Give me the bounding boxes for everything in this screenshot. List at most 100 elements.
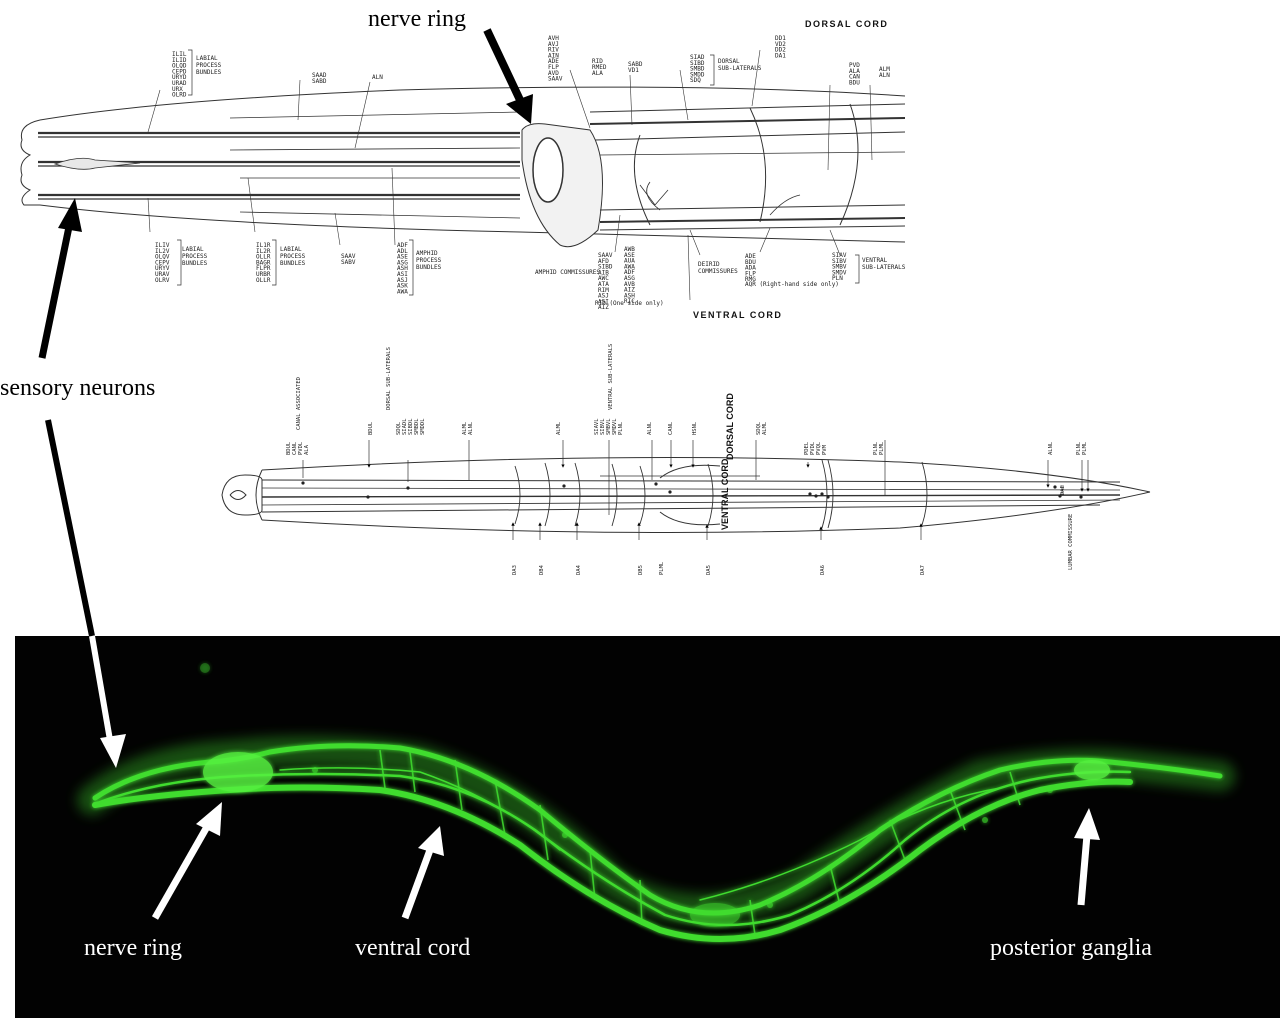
body-top-label: ALNL (468, 421, 474, 435)
body-bottom-label: LUMBAR COMMISSURE (1068, 514, 1074, 570)
head-label: SIAV (832, 252, 847, 259)
body-top-label: SDQL (396, 421, 402, 435)
label-nerve-ring-top: nerve ring (368, 6, 466, 32)
head-label: BUNDLES (196, 69, 222, 76)
head-label: ILID (172, 57, 187, 64)
head-label: AIB (598, 269, 609, 276)
head-label: BUNDLES (280, 260, 306, 267)
head-label: AIZ (624, 287, 635, 294)
body-top-label: PVDL (298, 441, 304, 455)
microscopy-photo-background (15, 636, 1280, 1018)
head-label: AMPHID COMMISSURES (535, 269, 600, 276)
body-outline-bottom (261, 491, 1151, 533)
body-bottom-label: DAE (1060, 485, 1066, 495)
head-label: ASI (598, 298, 609, 305)
head-label: RMED (592, 64, 607, 71)
label-ventral-cord: ventral cord (355, 935, 470, 961)
body-top-label: SIBDL (408, 418, 414, 435)
head-label: SIAD (690, 54, 705, 61)
head-label: ASE (624, 252, 635, 259)
head-label: FLP (745, 270, 756, 277)
head-label: VENTRAL (862, 257, 888, 264)
head-label: OLQV (155, 254, 170, 261)
head-label: SMDV (832, 269, 847, 276)
head-label: SMDD (690, 71, 705, 78)
head-label: ADA (745, 265, 756, 272)
head-label: PVD (849, 62, 860, 69)
head-label: AWC (598, 275, 609, 282)
head-label: SIBD (690, 60, 705, 67)
head-label: AWA (624, 263, 635, 270)
arrow-ventral-cord (401, 826, 444, 920)
head-label: PROCESS (280, 253, 306, 260)
body-bottom-label: PLML (659, 561, 665, 575)
head-label: ADE (548, 58, 559, 65)
head-label: SABD (628, 61, 643, 68)
body-outline-top (261, 457, 1151, 493)
head-label: PROCESS (416, 257, 442, 264)
head-label: AIZ (598, 304, 609, 311)
head-label: ADF (624, 269, 635, 276)
head-lips (20, 119, 41, 206)
head-label: AVD (548, 70, 559, 77)
label-nerve-ring-bottom: nerve ring (84, 935, 182, 961)
body-bottom-label: DB5 (638, 565, 644, 575)
body-top-label: SDQL (756, 421, 762, 435)
head-label: ASH (397, 265, 408, 272)
head-label: OLLR (256, 254, 271, 261)
pharynx-head (221, 474, 263, 516)
body-top-label: ALML (462, 421, 468, 435)
head-label: ASG (624, 275, 635, 282)
head-label: AMPHID (416, 250, 438, 257)
head-label: AUA (624, 258, 635, 265)
head-dorsal-cord-label: DORSAL CORD (805, 19, 888, 29)
body-top-label: ALNL (647, 421, 653, 435)
body-top-label: ALNL (1048, 441, 1054, 455)
head-label: ALA (849, 68, 860, 75)
body-top-label: SMBVL (606, 418, 612, 435)
head-label: SUB-LATERALS (718, 65, 762, 72)
head-label: DA1 (775, 52, 786, 59)
head-label: COMMISSURES (698, 268, 738, 275)
body-top-label: ALA (304, 444, 310, 455)
body-ventral-cord-label: VENTRAL CORD (720, 458, 730, 530)
head-label: ALM (879, 66, 890, 73)
head-label: ILIV (155, 242, 170, 249)
body-top-label: PLNL (1076, 441, 1082, 455)
head-label: URBR (256, 271, 271, 278)
head-label: DORSAL (718, 58, 740, 65)
posterior-ganglia-fluorescence (1074, 760, 1110, 780)
head-label: SIBV (832, 258, 847, 265)
head-neuroanatomy-diagram (20, 49, 906, 301)
head-label: BDU (849, 79, 860, 86)
head-label: BAGR (256, 259, 271, 266)
nerve-ring-fluorescence (203, 752, 273, 792)
head-label: LABIAL (280, 246, 302, 253)
head-label: ALN (372, 74, 383, 81)
head-label: ASG (397, 259, 408, 266)
head-label: AIN (548, 52, 559, 59)
body-top-label: CANL (292, 441, 298, 455)
head-label: CEPV (155, 259, 170, 266)
arrow-posterior-ganglia (1074, 808, 1100, 906)
head-label: SUB-LATERALS (862, 264, 906, 271)
body-note: CANAL ASSOCIATED (296, 377, 302, 430)
head-label: DD1 (775, 35, 786, 42)
head-label: ADF (397, 242, 408, 249)
body-bottom-label: DA3 (512, 565, 518, 575)
body-top-label: PLNL (618, 421, 624, 435)
head-ventral-cord-label: VENTRAL CORD (693, 310, 782, 320)
body-top-label: PVQL (816, 441, 822, 455)
head-label: AFD (598, 258, 609, 265)
head-label: IL2R (256, 248, 271, 255)
head-label: VD1 (628, 67, 639, 74)
head-label: SAAV (598, 252, 613, 259)
head-label: ADL (397, 248, 408, 255)
head-label: SAAD (312, 72, 327, 79)
body-note: VENTRAL SUB-LATERALS (608, 344, 614, 410)
head-label: IL1R (256, 242, 271, 249)
body-top-label: PVM (822, 444, 828, 455)
